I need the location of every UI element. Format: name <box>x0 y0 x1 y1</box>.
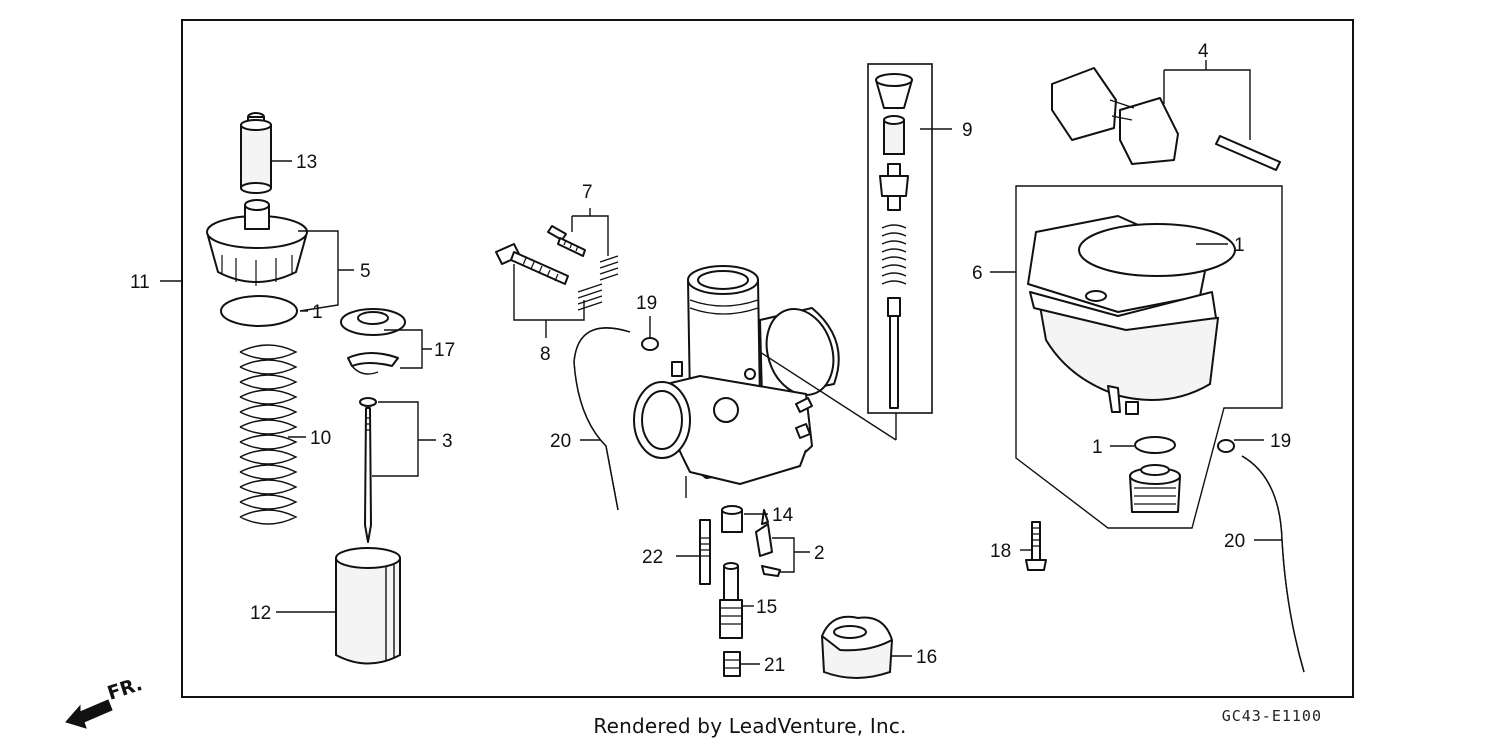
part-7-pilot-screw[interactable] <box>547 225 619 281</box>
callout-7: 7 <box>582 182 593 203</box>
part-4-float[interactable] <box>1051 67 1281 171</box>
callout-22: 22 <box>642 547 663 568</box>
callout-17: 17 <box>434 340 455 361</box>
callout-20-right: 20 <box>1224 531 1245 552</box>
footer-credit: Rendered by LeadVenture, Inc. <box>593 714 907 738</box>
callout-12: 12 <box>250 603 271 624</box>
part-1-oring-cap[interactable] <box>220 295 298 327</box>
part-1-oring-bowl[interactable] <box>1078 223 1236 277</box>
callout-19-right: 19 <box>1270 431 1291 452</box>
callout-15: 15 <box>756 597 777 618</box>
callout-14: 14 <box>772 505 794 526</box>
part-3-jet-needle[interactable] <box>359 397 377 543</box>
part-20-tube-right[interactable] <box>1241 455 1305 673</box>
callout-20-left: 20 <box>550 431 571 452</box>
diagram-frame <box>181 19 1354 698</box>
callout-11: 11 <box>130 272 150 293</box>
callout-21: 21 <box>764 655 785 676</box>
part-8-stop-screw[interactable] <box>495 243 603 311</box>
callout-8: 8 <box>540 344 551 365</box>
part-14-jet-holder[interactable] <box>721 505 743 533</box>
callout-3: 3 <box>442 431 453 452</box>
part-22-pilot-jet[interactable] <box>699 519 711 585</box>
callout-5: 5 <box>360 261 371 282</box>
leader-lines <box>160 60 1282 665</box>
carburetor-body[interactable] <box>633 265 844 498</box>
part-21-main-jet[interactable] <box>723 651 741 677</box>
part-9-starter-assembly[interactable] <box>867 63 933 414</box>
part-19-clip-left[interactable] <box>641 337 659 351</box>
part-20-tube-left[interactable] <box>573 327 631 511</box>
part-18-screw[interactable] <box>1025 521 1047 571</box>
part-drain-plug[interactable] <box>1129 464 1181 513</box>
callout-1-cap: 1 <box>312 302 323 323</box>
part-19-clip-right[interactable] <box>1217 439 1235 453</box>
part-17-retainer[interactable] <box>340 308 406 375</box>
callout-1-drain: 1 <box>1092 437 1103 458</box>
callout-1-bowl: 1 <box>1234 235 1245 256</box>
callout-19-left: 19 <box>636 293 657 314</box>
callout-10: 10 <box>310 428 331 449</box>
part-10-spring[interactable] <box>239 344 298 525</box>
diagram-code: GC43-E1100 <box>1221 707 1322 725</box>
callout-9: 9 <box>962 120 973 141</box>
part-15-needle-jet[interactable] <box>719 562 743 639</box>
callout-13: 13 <box>296 152 317 173</box>
part-1-oring-drain[interactable] <box>1134 436 1176 454</box>
arrow-left-icon <box>65 699 113 729</box>
direction-label: FR. <box>105 673 145 705</box>
callout-4: 4 <box>1198 41 1209 62</box>
callout-16: 16 <box>916 647 937 668</box>
leader-9-to-body <box>759 351 897 441</box>
part-5-cap[interactable] <box>206 199 308 286</box>
part-16-cap[interactable] <box>821 615 893 679</box>
callout-6: 6 <box>972 263 983 284</box>
callout-18: 18 <box>990 541 1011 562</box>
callout-2: 2 <box>814 543 825 564</box>
part-12-throttle-valve[interactable] <box>335 547 401 665</box>
part-13-filter[interactable] <box>240 112 272 194</box>
